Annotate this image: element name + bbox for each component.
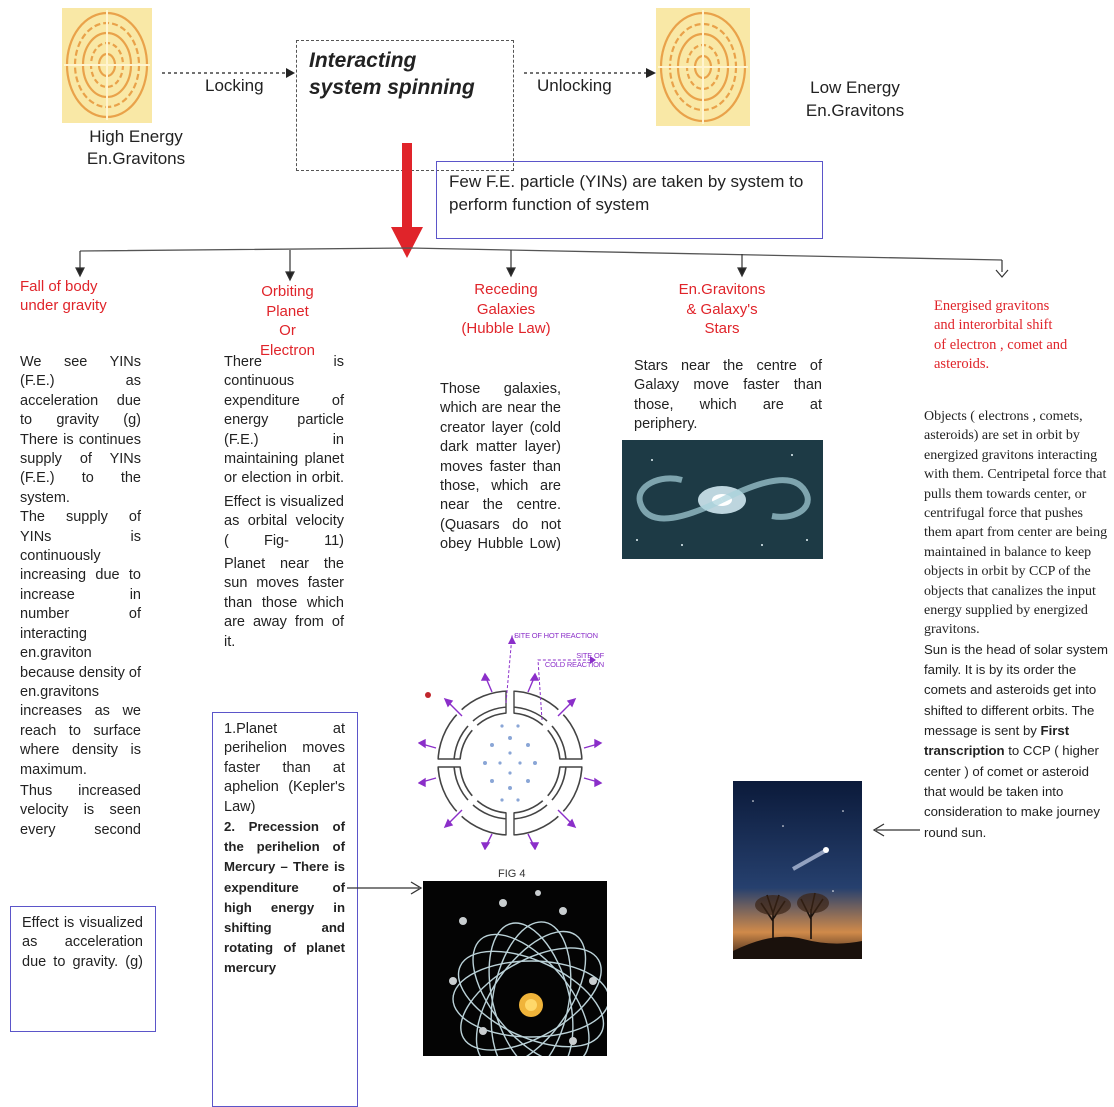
fig4-cold-reaction-label: SITE OF COLD REACTION — [544, 651, 604, 669]
interorbital-shift-heading: Energised gravitons and interorbital shi… — [934, 298, 1068, 373]
fall-of-body-text: We see YINs (F.E.) as acceleration due t… — [20, 353, 141, 840]
interorbital-shift-p2: Sun is the head of solar system family. … — [924, 640, 1108, 843]
fig4-reaction-arrows — [418, 672, 603, 850]
receding-galaxies-text: Those galaxies, which are near the creat… — [440, 380, 561, 555]
few-fe-particle-text: Few F.E. particle (YINs) are taken by sy… — [449, 172, 804, 214]
orbiting-planet-p3: Planet near the sun moves faster than th… — [224, 556, 344, 650]
fig4-inner-dots — [483, 724, 537, 802]
interorbital-shift-p2-start: Sun is the head of solar system family. … — [924, 641, 1108, 739]
kepler-p1: 1.Planet at perihelion moves faster than… — [224, 721, 345, 815]
receding-galaxies-p2: (Quasars do not obey Hubble Low) — [440, 516, 561, 553]
locking-label: Locking — [205, 76, 264, 95]
few-fe-particle-box — [436, 161, 823, 239]
high-energy-graviton-image — [62, 8, 152, 123]
high-energy-label: High Energy En.Gravitons — [86, 127, 186, 168]
kepler-p2: 2. Precession of the perihelion of Mercu… — [224, 819, 345, 976]
fall-of-body-p1: We see YINs (F.E.) as acceleration due t… — [20, 354, 141, 429]
galaxy-stars-text: Stars near the centre of Galaxy move fas… — [634, 358, 822, 433]
orbiting-planet-p2: Effect is visualized as orbital velocity… — [224, 493, 344, 549]
receding-galaxies-p1: Those galaxies, which are near the creat… — [440, 381, 561, 514]
first-transcription-term: First transcription — [924, 723, 1070, 759]
fall-of-body-p2: There is continues supply of YINs (F.E.)… — [20, 431, 141, 506]
comet-arrow — [872, 823, 920, 837]
fig4-caption: FIG 4 — [498, 868, 526, 880]
interorbital-shift-p2-end: to CCP ( higher center ) of comet or ast… — [924, 743, 1100, 840]
fall-of-body-p4: Thus increased velocity is seen every se… — [20, 782, 141, 838]
orbiting-planet-text: There is continuous expenditure of energ… — [224, 353, 344, 652]
fall-of-body-heading: Fall of body under gravity — [20, 278, 107, 314]
low-energy-graviton-image — [656, 8, 750, 126]
unlocking-arrow — [524, 68, 656, 78]
interorbital-shift-text: Objects ( electrons , comets, asteroids)… — [924, 407, 1108, 843]
branch-connector — [75, 247, 1009, 282]
locking-arrow — [162, 68, 295, 78]
receding-galaxies-heading: Receding Galaxies (Hubble Law) — [461, 281, 551, 337]
gravity-effect-box — [10, 906, 156, 1032]
unlocking-label: Unlocking — [537, 76, 612, 95]
interacting-system-title: Interacting system spinning — [309, 49, 475, 99]
orbiting-planet-p1: There is continuous expenditure of energ… — [224, 354, 344, 487]
comet-sky-image — [733, 781, 862, 959]
interorbital-shift-p1: Objects ( electrons , comets, asteroids)… — [924, 409, 1108, 638]
red-down-arrow — [391, 143, 423, 258]
fall-of-body-p3: The supply of YINs is continuously incre… — [20, 509, 141, 778]
orbiting-planet-heading: Orbiting Planet Or Electron — [259, 283, 316, 359]
mercury-arrow — [347, 881, 423, 895]
fig4-diagram — [418, 635, 603, 850]
spiral-galaxy-image — [622, 440, 823, 559]
mercury-precession-image — [423, 881, 607, 1056]
galaxy-stars-heading: En.Gravitons & Galaxy's Stars — [678, 281, 766, 337]
low-energy-label: Low Energy En.Gravitons — [805, 78, 905, 120]
fig4-hot-reaction-label: SITE OF HOT REACTION — [514, 631, 598, 640]
kepler-text: 1.Planet at perihelion moves faster than… — [224, 720, 345, 979]
gravity-effect-text: Effect is visualized as acceleration due… — [22, 915, 143, 970]
